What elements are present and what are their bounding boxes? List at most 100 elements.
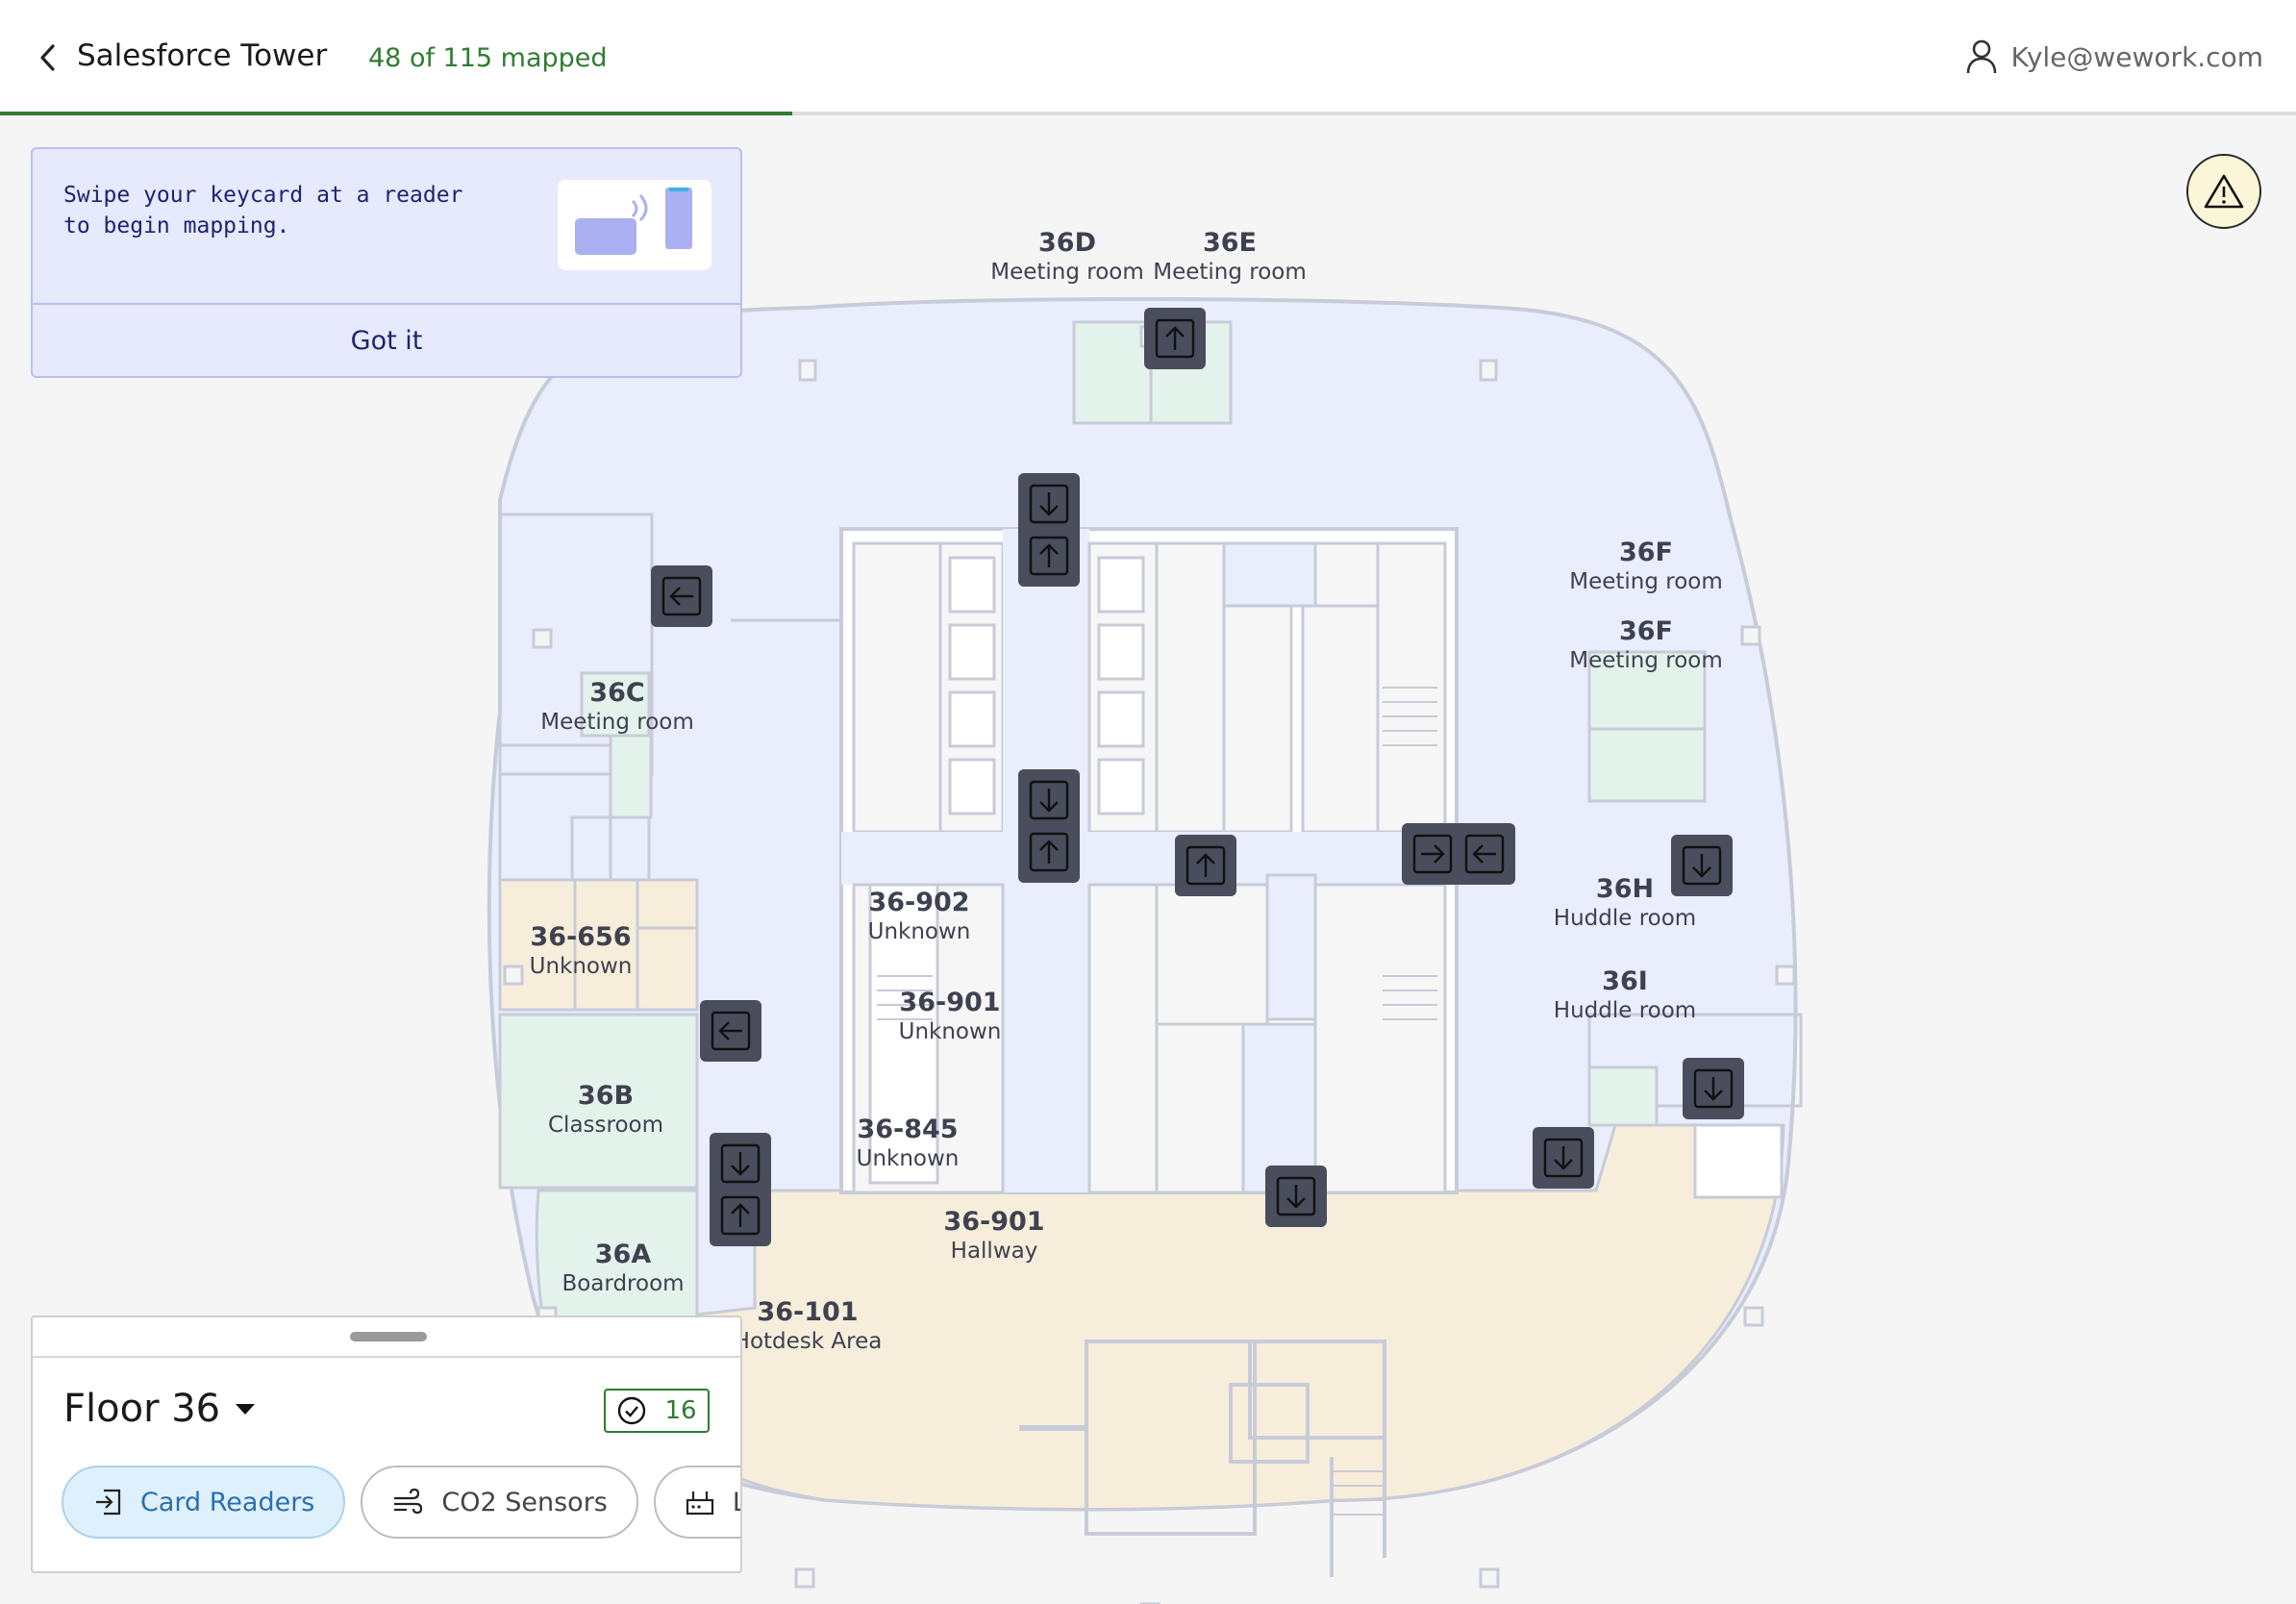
arrow-down-icon bbox=[1029, 780, 1069, 820]
room-id: 36F bbox=[1618, 616, 1674, 646]
chip-label: CO2 Sensors bbox=[441, 1487, 608, 1517]
arrow-down-icon bbox=[720, 1143, 761, 1184]
tip-divider bbox=[33, 303, 740, 305]
card-reader-marker[interactable] bbox=[700, 1000, 761, 1062]
room-type: Huddle room bbox=[1553, 906, 1697, 931]
verified-count-badge[interactable]: 16 bbox=[604, 1389, 710, 1433]
room-id: 36D bbox=[1037, 228, 1096, 258]
floor-label: Floor 36 bbox=[63, 1387, 221, 1431]
card-reader-marker[interactable] bbox=[651, 565, 712, 627]
filter-third-partial[interactable]: Lo bbox=[653, 1466, 740, 1539]
floor-panel: Floor 36 16 Card Readers CO2 Sensors Lo bbox=[31, 1316, 742, 1573]
room-type: Unknown bbox=[898, 1019, 1002, 1044]
room-id: 36-101 bbox=[757, 1297, 859, 1327]
panel-drag-handle[interactable] bbox=[350, 1332, 427, 1341]
chip-label: Card Readers bbox=[140, 1487, 315, 1517]
keycard-reader-illustration bbox=[558, 180, 711, 270]
card-reader-marker[interactable] bbox=[1018, 821, 1080, 883]
room-id: 36-845 bbox=[857, 1115, 959, 1144]
room-id: 36A bbox=[594, 1240, 652, 1269]
card-reader-marker[interactable] bbox=[1175, 835, 1236, 896]
keycard-icon bbox=[575, 188, 692, 255]
arrow-left-icon bbox=[1464, 834, 1505, 874]
card-reader-marker[interactable] bbox=[1533, 1127, 1594, 1189]
card-reader-icon bbox=[96, 1489, 121, 1516]
card-reader-marker[interactable] bbox=[1402, 823, 1463, 885]
room-type: Classroom bbox=[547, 1113, 664, 1138]
tip-message: Swipe your keycard at a reader to begin … bbox=[63, 183, 463, 238]
top-bar: Salesforce Tower 48 of 115 mapped Kyle@w… bbox=[0, 0, 2296, 115]
card-reader-marker[interactable] bbox=[710, 1133, 771, 1194]
got-it-button[interactable]: Got it bbox=[350, 325, 423, 356]
arrow-right-icon bbox=[1412, 834, 1453, 874]
card-reader-marker[interactable] bbox=[1265, 1165, 1327, 1227]
room-id: 36I bbox=[1602, 966, 1648, 996]
mapping-progress-fill bbox=[0, 112, 792, 115]
room-id: 36H bbox=[1595, 874, 1655, 904]
arrow-left-icon bbox=[661, 576, 702, 616]
arrow-left-icon bbox=[711, 1011, 751, 1051]
arrow-down-icon bbox=[1543, 1138, 1584, 1178]
room-id: 36F bbox=[1618, 538, 1674, 567]
room-type: Meeting room bbox=[990, 260, 1144, 285]
arrow-up-icon bbox=[1029, 832, 1069, 872]
room-type: Huddle room bbox=[1553, 998, 1697, 1023]
card-reader-marker[interactable] bbox=[1683, 1058, 1744, 1119]
card-reader-marker[interactable] bbox=[1018, 769, 1080, 831]
room-type: Unknown bbox=[529, 954, 633, 979]
room-id: 36-901 bbox=[943, 1207, 1045, 1237]
verified-count: 16 bbox=[664, 1396, 697, 1425]
room-type: Meeting room bbox=[1569, 569, 1723, 594]
mapped-count: 48 of 115 mapped bbox=[368, 43, 608, 73]
filter-co2-sensors[interactable]: CO2 Sensors bbox=[361, 1466, 638, 1539]
filter-card-readers[interactable]: Card Readers bbox=[62, 1466, 346, 1539]
card-reader-marker[interactable] bbox=[1454, 823, 1515, 885]
room-id: 36C bbox=[589, 678, 645, 708]
card-reader-marker[interactable] bbox=[1144, 308, 1206, 369]
card-reader-marker[interactable] bbox=[710, 1185, 771, 1246]
room-type: Meeting room bbox=[1569, 648, 1723, 673]
mapping-progress-bar bbox=[0, 112, 2296, 115]
room-type: Boardroom bbox=[562, 1271, 685, 1296]
back-button[interactable] bbox=[29, 38, 67, 77]
user-account[interactable]: Kyle@wework.com bbox=[1965, 38, 2264, 75]
router-icon bbox=[686, 1491, 713, 1516]
floor-plan bbox=[487, 297, 1803, 1604]
arrow-up-icon bbox=[1155, 318, 1195, 359]
card-reader-marker[interactable] bbox=[1018, 473, 1080, 535]
arrow-down-icon bbox=[1693, 1068, 1734, 1109]
mapping-tip-card: Swipe your keycard at a reader to begin … bbox=[31, 147, 742, 378]
chip-label: Lo bbox=[733, 1488, 740, 1517]
wind-icon bbox=[394, 1488, 423, 1515]
room-type: Hotdesk Area bbox=[733, 1329, 883, 1354]
card-reader-marker[interactable] bbox=[1018, 525, 1080, 587]
room-id: 36B bbox=[577, 1081, 635, 1111]
user-email: Kyle@wework.com bbox=[2010, 40, 2264, 73]
floor-selector[interactable]: Floor 36 bbox=[63, 1387, 257, 1431]
arrow-down-icon bbox=[1682, 845, 1722, 886]
room-id: 36-902 bbox=[868, 888, 970, 917]
card-reader-marker[interactable] bbox=[1671, 835, 1733, 896]
chevron-left-icon bbox=[40, 44, 55, 71]
arrow-up-icon bbox=[720, 1195, 761, 1236]
room-type: Meeting room bbox=[540, 710, 694, 735]
check-circle-icon bbox=[618, 1396, 646, 1425]
room-type: Meeting room bbox=[1153, 260, 1307, 285]
warning-button[interactable] bbox=[2186, 154, 2261, 229]
